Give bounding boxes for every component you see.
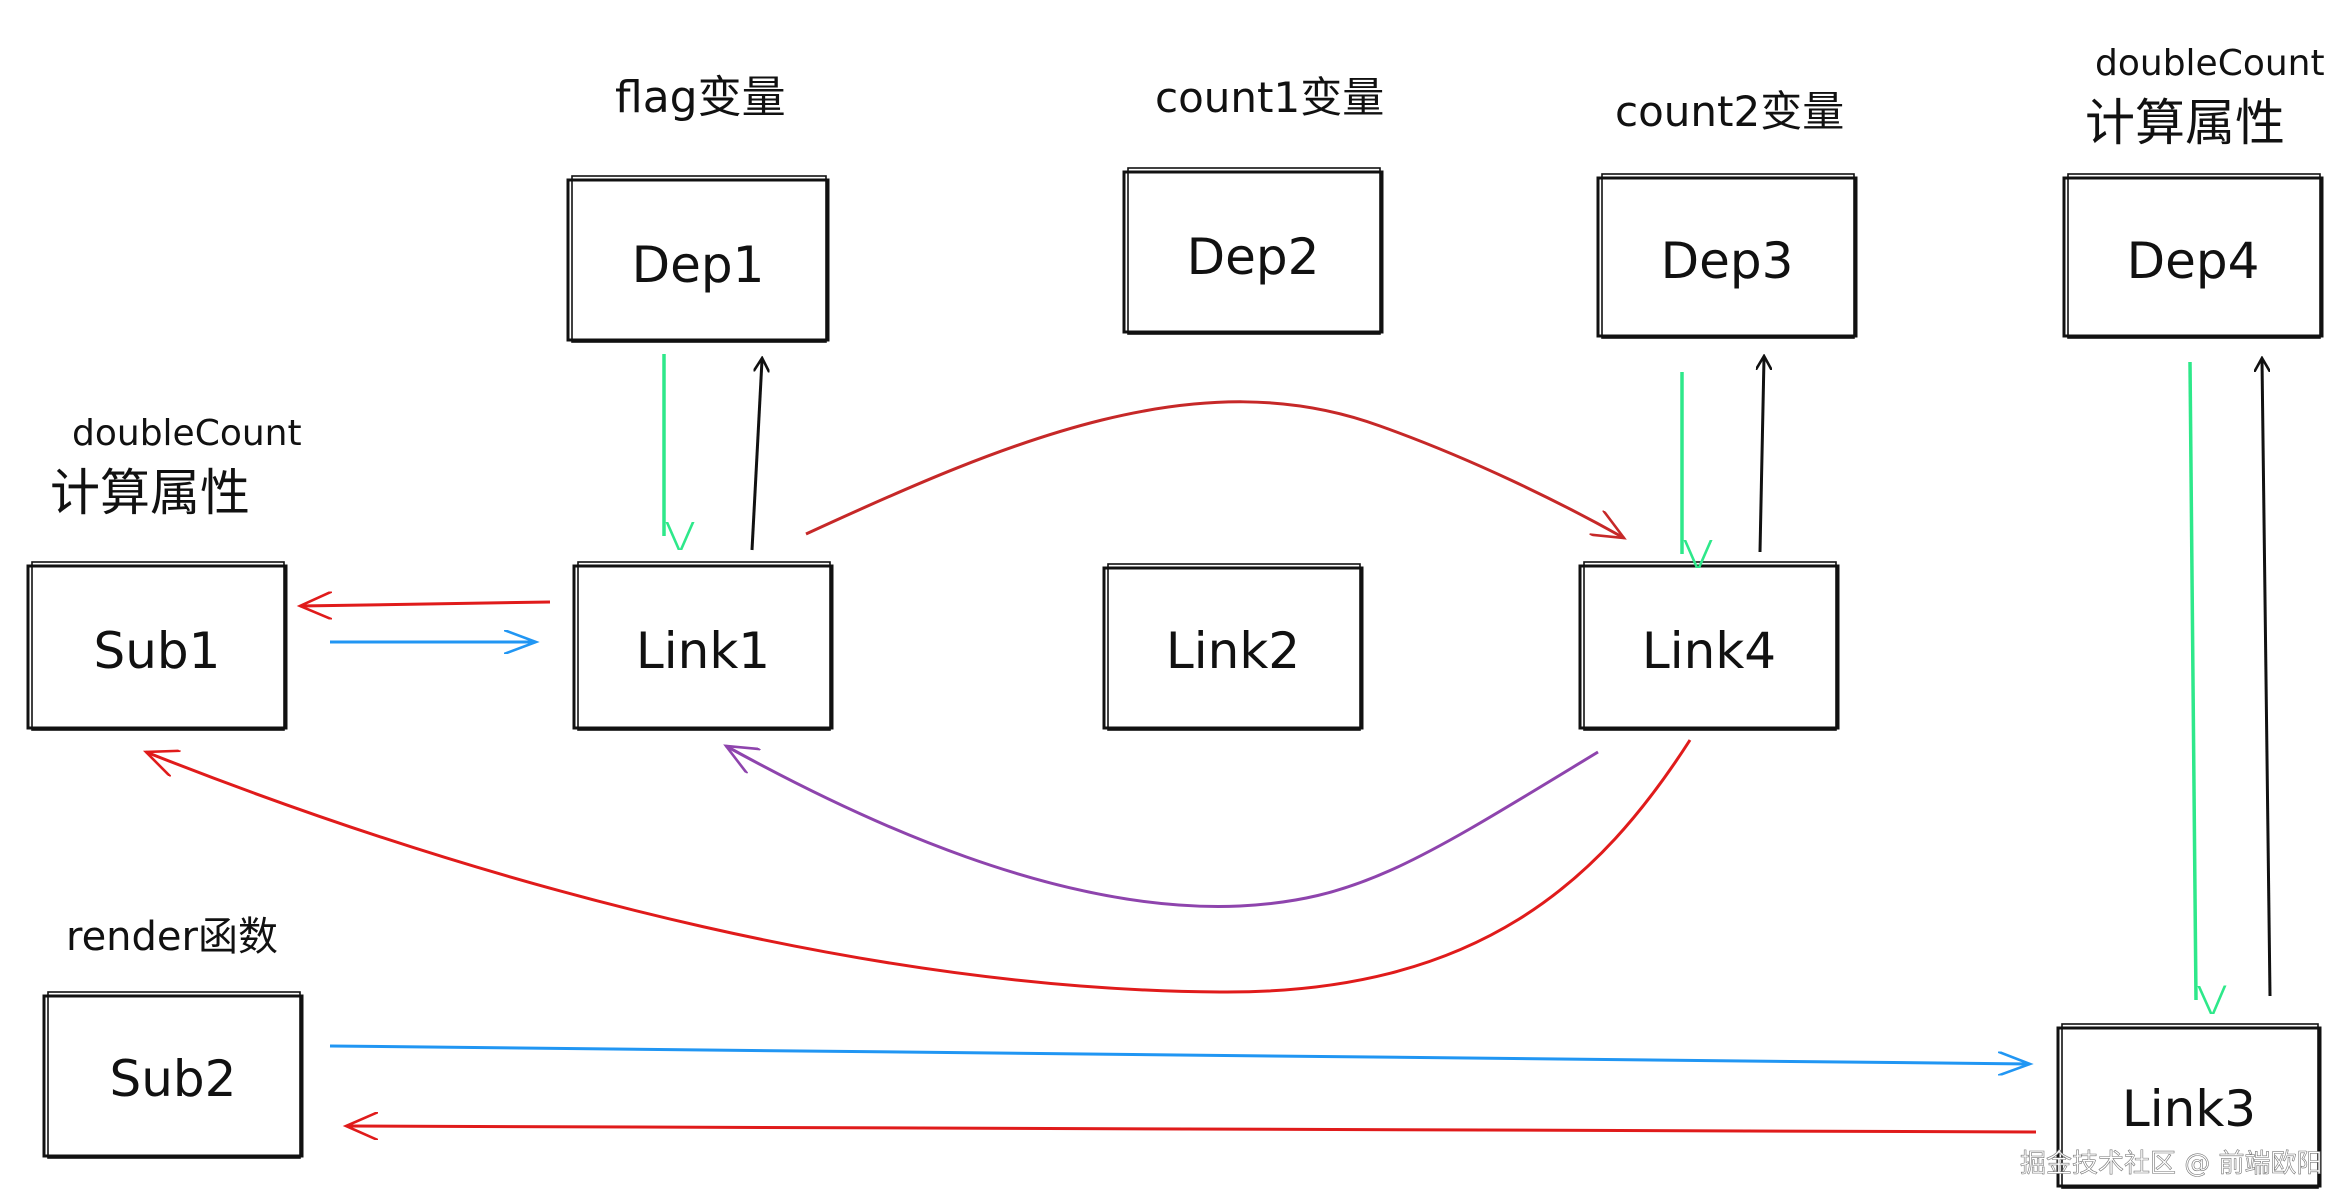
dep3-label: Dep3 <box>1661 232 1794 290</box>
dep4-box: Dep4 <box>2062 173 2324 339</box>
sub2-label: Sub2 <box>110 1050 237 1108</box>
link3-box: Link3 <box>2056 1023 2322 1189</box>
arrow-dep4-to-link3-green <box>2188 361 2196 1000</box>
sub2-box: Sub2 <box>42 991 304 1159</box>
link2-label: Link2 <box>1166 622 1300 680</box>
arrow-link1-to-sub1-red <box>300 602 551 606</box>
dep3-box: Dep3 <box>1596 173 1858 339</box>
label-doublecount-left-line2: 计算属性 <box>50 464 250 522</box>
dep2-label: Dep2 <box>1187 228 1320 286</box>
arrow-link3-to-dep4-black <box>2262 360 2272 997</box>
link3-label: Link3 <box>2122 1080 2256 1138</box>
arrow-link1-to-dep1-black <box>750 360 762 551</box>
arrow-sub2-to-link3-blue <box>329 1044 2030 1064</box>
link4-label: Link4 <box>1642 622 1776 680</box>
link2-box: Link2 <box>1102 563 1364 731</box>
link4-box: Link4 <box>1578 561 1840 731</box>
sub1-label: Sub1 <box>94 622 221 680</box>
link1-label: Link1 <box>636 622 770 680</box>
arrow-link4-to-link1-purple <box>726 746 1599 908</box>
label-doublecount-top-line2: 计算属性 <box>2085 94 2285 152</box>
arrow-link4-to-sub1-red-curve <box>146 739 1692 994</box>
label-flag-variable: flag变量 <box>615 72 786 123</box>
dep1-label: Dep1 <box>632 236 765 294</box>
dep2-box: Dep2 <box>1122 167 1384 335</box>
label-doublecount-left-line1: doubleCount <box>72 413 302 454</box>
link1-box: Link1 <box>572 561 834 731</box>
watermark: 掘金技术社区 @ 前端欧阳 <box>2020 1149 2323 1179</box>
dep4-label: Dep4 <box>2127 232 2260 290</box>
label-render-function: render函数 <box>66 914 278 960</box>
dep1-box: Dep1 <box>566 175 830 343</box>
arrow-link3-to-sub2-red <box>346 1126 2037 1132</box>
label-count2-variable: count2变量 <box>1615 87 1844 136</box>
sub1-box: Sub1 <box>26 561 288 731</box>
label-doublecount-top-line1: doubleCount <box>2095 43 2325 84</box>
label-count1-variable: count1变量 <box>1155 73 1384 122</box>
arrow-link1-to-link4-red-curve <box>805 400 1624 538</box>
arrow-link4-to-dep3-black <box>1760 358 1764 553</box>
